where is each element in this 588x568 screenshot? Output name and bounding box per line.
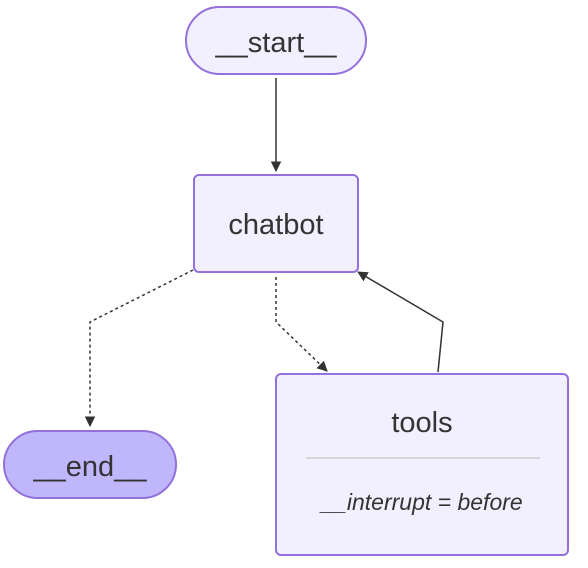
node-end-shape bbox=[3, 430, 177, 499]
node-end-label: __end__ bbox=[33, 451, 148, 483]
node-chatbot-shape bbox=[193, 174, 359, 273]
node-tools-label: tools bbox=[391, 407, 452, 439]
edge-tools-to-chatbot bbox=[357, 271, 444, 373]
node-start-shape bbox=[185, 6, 367, 75]
node-end[interactable]: __end__ bbox=[3, 430, 177, 499]
node-start-label: __start__ bbox=[215, 27, 338, 59]
node-tools-shape bbox=[275, 373, 569, 556]
node-tools[interactable]: tools __interrupt = before bbox=[275, 373, 569, 556]
edge-chatbot-to-end bbox=[84, 269, 194, 428]
edge-chatbot-to-tools bbox=[275, 277, 328, 372]
node-tools-note: __interrupt = before bbox=[319, 489, 522, 515]
node-chatbot[interactable]: chatbot bbox=[193, 174, 359, 273]
node-chatbot-label: chatbot bbox=[228, 209, 323, 241]
node-start[interactable]: __start__ bbox=[185, 6, 367, 75]
